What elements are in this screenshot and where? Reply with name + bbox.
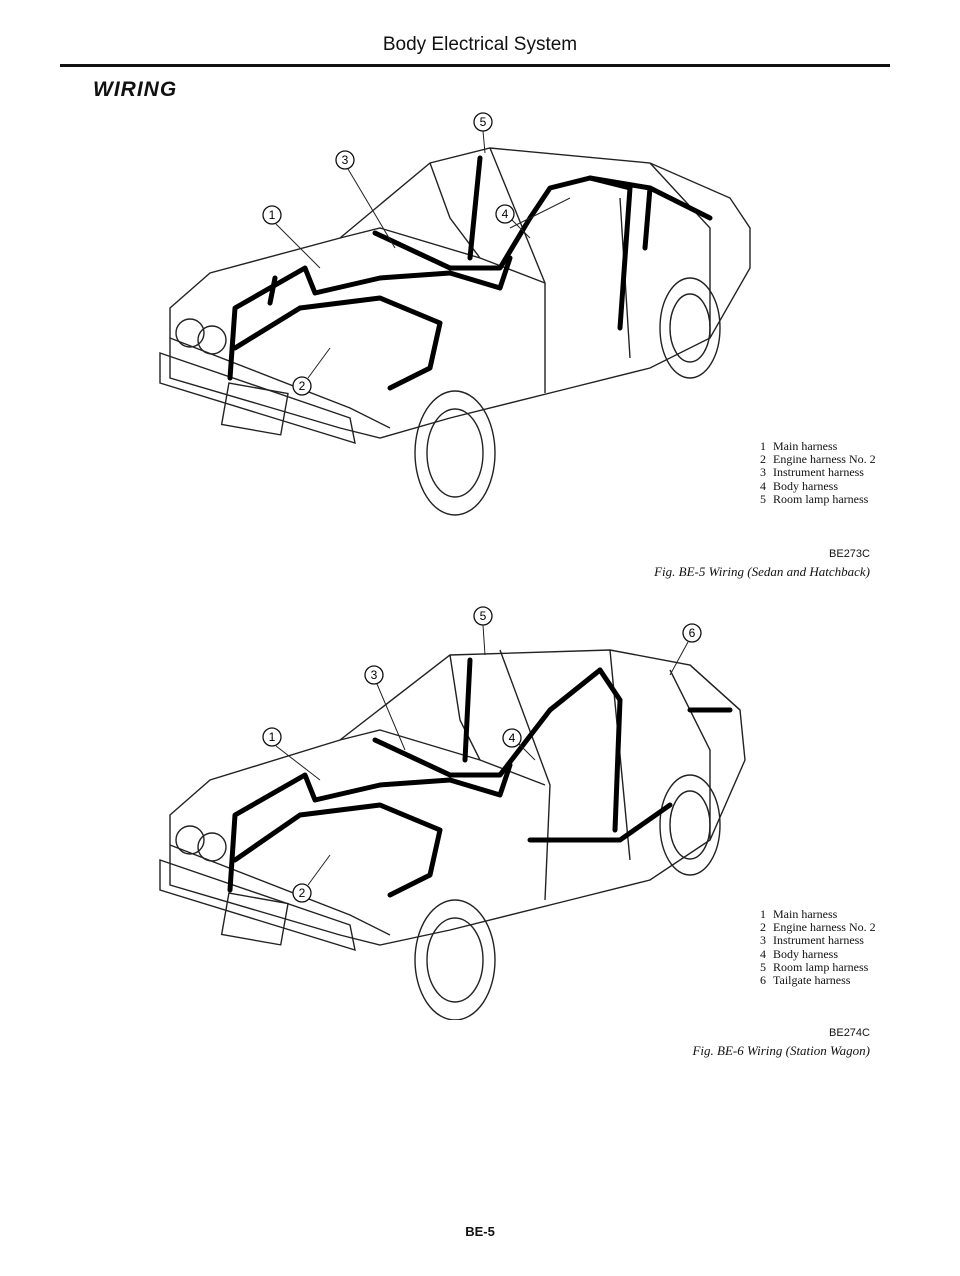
wagon-body-outline <box>159 649 746 1020</box>
wagon-callout-3: 3 <box>364 665 384 685</box>
svg-text:5: 5 <box>480 609 487 623</box>
wagon-callout-4: 4 <box>502 728 522 748</box>
wagon-wiring-illustration: 1 2 3 4 5 6 <box>159 606 746 1020</box>
svg-text:6: 6 <box>689 626 696 640</box>
sedan-callout-2: 2 <box>292 376 312 396</box>
figure-sedan: 1 2 3 4 5 <box>150 108 760 528</box>
wagon-callout-1: 1 <box>262 727 282 747</box>
svg-text:3: 3 <box>371 668 378 682</box>
svg-text:4: 4 <box>509 731 516 745</box>
wagon-callout-2: 2 <box>292 883 312 903</box>
svg-text:2: 2 <box>299 379 306 393</box>
svg-text:3: 3 <box>342 153 349 167</box>
header-title: Body Electrical System <box>382 34 578 55</box>
wagon-callout-6: 6 <box>682 623 702 643</box>
svg-text:2: 2 <box>299 886 306 900</box>
sedan-callout-1: 1 <box>262 205 282 225</box>
figure-caption-wagon: Fig. BE-6 Wiring (Station Wagon) <box>692 1043 870 1058</box>
page-number: BE-5 <box>465 1224 495 1239</box>
svg-text:1: 1 <box>269 730 276 744</box>
sedan-callout-4: 4 <box>495 204 515 224</box>
figure-caption-sedan: Fig. BE-5 Wiring (Sedan and Hatchback) <box>654 564 870 579</box>
sedan-wiring-illustration: 1 2 3 4 5 <box>159 112 751 516</box>
figure-code-sedan: BE273C <box>829 548 870 560</box>
header-rule <box>60 64 890 67</box>
wagon-callout-5: 5 <box>473 606 493 626</box>
sedan-harness-lines <box>227 155 713 391</box>
figure-wagon: 1 2 3 4 5 6 <box>150 600 760 1020</box>
sedan-callout-5: 5 <box>473 112 493 132</box>
figure-code-wagon: BE274C <box>829 1027 870 1039</box>
section-title: WIRING <box>93 78 178 101</box>
wagon-harness-lines <box>227 657 733 898</box>
svg-text:4: 4 <box>502 207 509 221</box>
svg-text:5: 5 <box>480 115 487 129</box>
svg-text:1: 1 <box>269 208 276 222</box>
sedan-body-outline <box>159 147 751 516</box>
sedan-callout-3: 3 <box>335 150 355 170</box>
